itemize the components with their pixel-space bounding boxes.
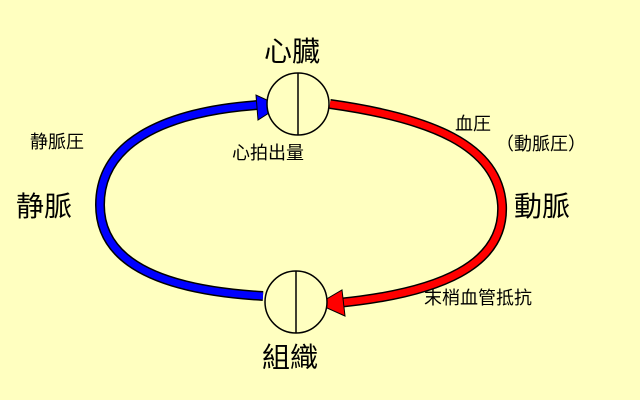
artery-path-fill bbox=[329, 100, 506, 307]
artery-label: 動脈 bbox=[514, 190, 571, 223]
vein-path-fill bbox=[96, 101, 264, 300]
vein-label: 静脈 bbox=[16, 190, 73, 223]
blood-pressure-label: 血圧 bbox=[455, 114, 491, 135]
tissue-node bbox=[264, 270, 328, 334]
peripheral-resistance-label: 末梢血管抵抗 bbox=[424, 288, 532, 309]
vein-path bbox=[94, 100, 264, 301]
arterial-pressure-label: （動脈圧） bbox=[496, 134, 586, 155]
heart-node bbox=[266, 72, 330, 136]
cardiac-output-label: 心拍出量 bbox=[232, 143, 304, 164]
heart-label: 心臓 bbox=[264, 35, 321, 68]
venous-pressure-label: 静脈圧 bbox=[30, 132, 84, 153]
artery-arrow-icon bbox=[316, 289, 346, 317]
tissue-label: 組織 bbox=[262, 341, 319, 374]
